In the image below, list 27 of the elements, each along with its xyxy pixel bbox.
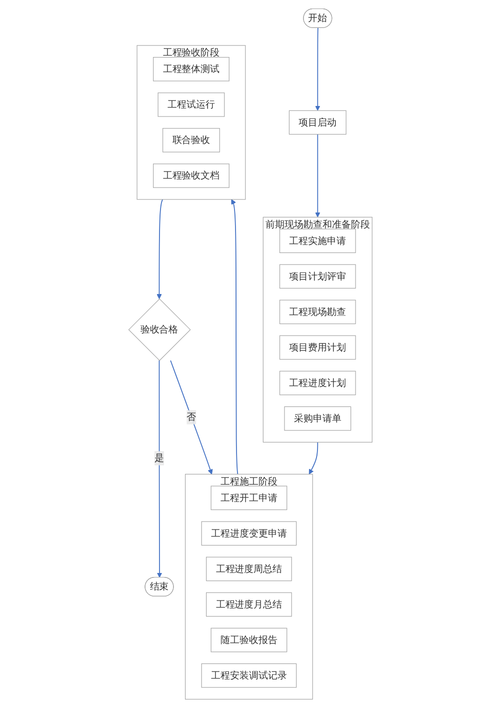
node-box: 工程进度周总结 bbox=[206, 556, 292, 582]
arrow bbox=[308, 442, 318, 474]
arrow bbox=[156, 198, 163, 300]
node-box: 联合验收 bbox=[162, 128, 220, 152]
node-box: 工程进度计划 bbox=[279, 370, 356, 396]
node-box: 工程开工申请 bbox=[210, 486, 287, 510]
node-box: 工程现场勘查 bbox=[279, 300, 356, 324]
node-box: 项目启动 bbox=[288, 110, 346, 135]
node-box: 随工验收报告 bbox=[210, 628, 287, 652]
arrow bbox=[156, 360, 162, 578]
node-box: 工程进度月总结 bbox=[206, 592, 292, 617]
node-diamond: 验收合格 bbox=[128, 298, 190, 361]
edge-label: 否 bbox=[186, 411, 196, 423]
node-box: 项目计划评审 bbox=[279, 264, 356, 289]
node-box: 工程试运行 bbox=[157, 92, 224, 117]
edge-label: 是 bbox=[154, 452, 164, 464]
node-box: 工程安装调试记录 bbox=[200, 663, 296, 688]
node-box: 工程验收文档 bbox=[152, 164, 229, 188]
arrow bbox=[314, 134, 320, 218]
node-box: 工程整体测试 bbox=[152, 57, 229, 82]
node-box: 工程实施申请 bbox=[279, 228, 356, 254]
node-box: 工程进度变更申请 bbox=[200, 521, 296, 546]
arrow bbox=[230, 199, 238, 475]
arrow bbox=[314, 28, 320, 111]
node-box: 项目费用计划 bbox=[279, 335, 356, 360]
node-box: 采购申请单 bbox=[284, 406, 351, 431]
arrow bbox=[170, 360, 212, 474]
